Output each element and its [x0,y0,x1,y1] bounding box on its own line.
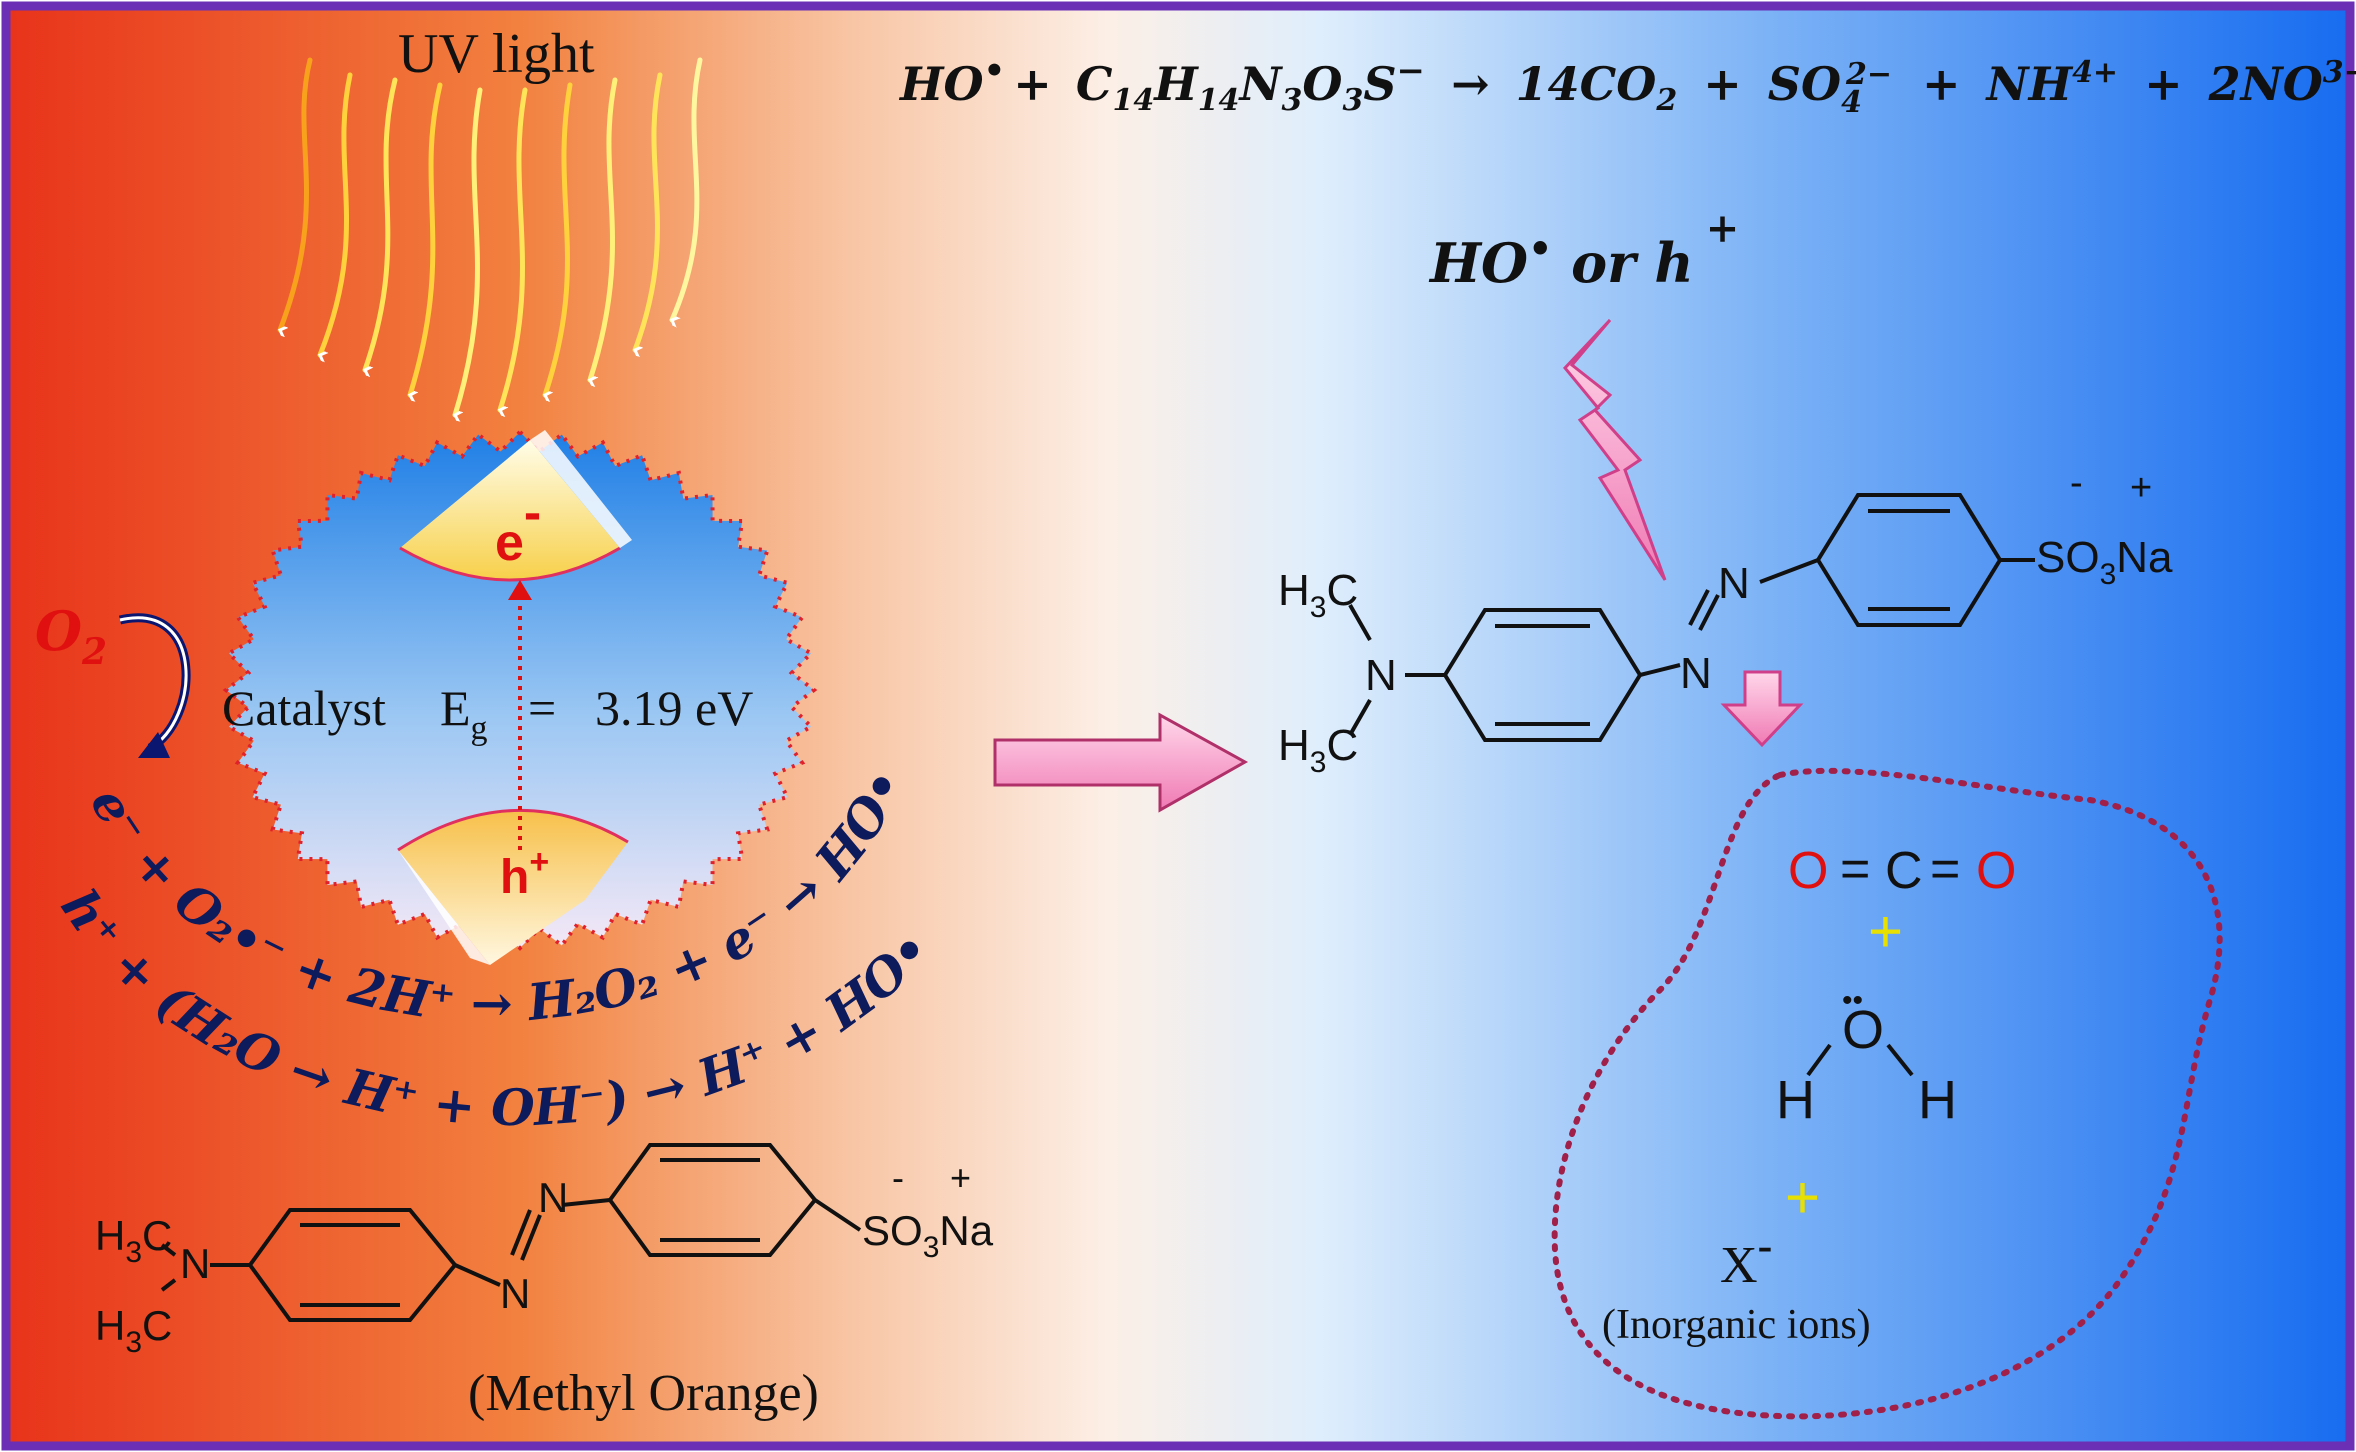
svg-text:+: + [2130,467,2152,509]
plus-sign-2: + [1785,1164,1820,1231]
water-molecule: O •• H H [1776,984,1957,1130]
svg-text:=: = [1930,840,1960,898]
inorganic-ions-caption: (Inorganic ions) [1602,1302,1871,1348]
svg-text:+: + [950,1157,971,1198]
methyl-orange-labels-right: H3C H3C N N N SO3Na - + [1278,462,2173,779]
svg-text:N: N [538,1174,568,1221]
catalyst-particle: e- h+ Catalyst Eg = 3.19 eV [222,429,818,965]
svg-text:O: O [1788,842,1828,900]
products-bubble [1551,767,2223,1420]
methyl-orange-structure-right [1348,493,2035,742]
oxygen-label: O2 [35,599,107,673]
svg-text:SO3Na: SO3Na [2036,533,2173,591]
svg-text:SO3Na: SO3Na [862,1207,994,1264]
svg-text:-: - [892,1157,904,1198]
svg-text:H3C: H3C [95,1302,172,1359]
excitation-arrowhead [508,580,532,600]
methyl-orange-labels: H3C H3C N N N SO3Na - + [95,1157,994,1359]
svg-text:O: O [1842,1000,1884,1060]
inorganic-ion: X- [1720,1221,1772,1294]
svg-text:H3C: H3C [1278,566,1358,624]
band-gap-value: 3.19 eV [595,680,753,736]
plus-sign-1: + [1868,898,1903,965]
uv-light-label: UV light [398,23,595,85]
svg-text:H: H [1918,1070,1957,1130]
uv-rays [277,57,703,415]
electron-label: e- [495,484,541,572]
lightning-bolt-icon [1563,318,1667,581]
catalyst-label: Catalyst [222,680,386,736]
svg-text:••: •• [1842,984,1863,1017]
band-gap-equals: = [528,680,556,736]
svg-text:H: H [1776,1070,1815,1130]
svg-text:C: C [1885,842,1923,900]
svg-text:H3C: H3C [1278,721,1358,779]
valence-band [398,810,628,965]
svg-text:O: O [1976,842,2016,900]
methyl-orange-caption: (Methyl Orange) [468,1365,819,1422]
degradation-arrow [1720,670,1804,748]
band-gap-label: Eg [440,680,488,747]
hole-label: h+ [500,843,549,904]
co2-molecule: O = C = O [1788,840,2016,900]
svg-text:N: N [1718,559,1750,608]
svg-text:-: - [2070,462,2083,504]
svg-text:H3C: H3C [95,1212,172,1269]
svg-text:N: N [1365,651,1397,700]
svg-text:N: N [1680,649,1712,698]
process-arrow [993,712,1249,813]
conduction-band [400,440,620,580]
svg-text:N: N [500,1270,530,1317]
top-equation: HO•+ C14H14N3O3S− → 14CO2 + SO42− + NH4+… [898,39,2356,121]
methyl-orange-structure [160,1143,862,1322]
attack-label: HO• or h+ [1428,205,1739,295]
svg-text:N: N [180,1240,210,1287]
svg-text:=: = [1840,840,1870,898]
